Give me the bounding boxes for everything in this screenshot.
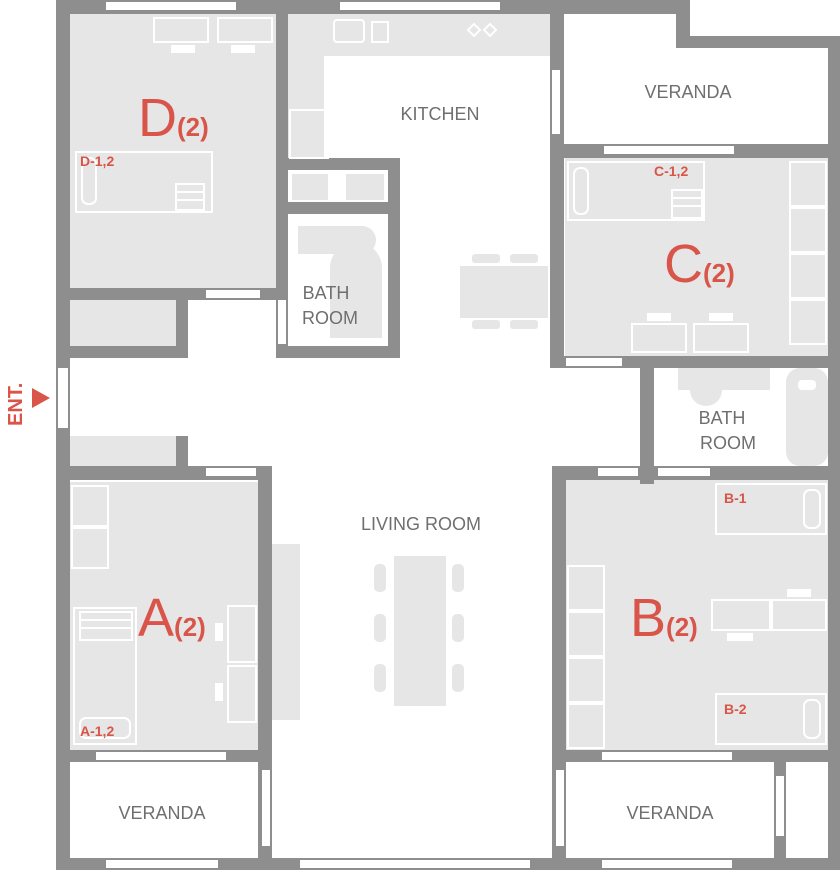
bath2-fixtures	[678, 368, 828, 466]
bedroom-d-label: D(2)	[138, 88, 209, 148]
bedroom-b-label: B(2)	[630, 588, 698, 648]
bedroom-a-furniture	[71, 485, 257, 745]
bedroom-d-capacity: (2)	[177, 112, 209, 142]
kitchen-table	[460, 254, 548, 329]
bedroom-b-beds-1: B-1	[724, 490, 747, 506]
bath1-label-line1: BATH	[303, 283, 350, 303]
bedroom-a-letter: A	[138, 588, 174, 648]
entrance-label: ENT.	[5, 383, 27, 426]
veranda-bottom-right-label: VERANDA	[626, 803, 713, 823]
closet-lower	[70, 436, 176, 466]
living-furniture	[272, 544, 464, 720]
bedroom-b-beds-2: B-2	[724, 701, 747, 717]
bedroom-a-beds: A-1,2	[80, 723, 114, 739]
bedroom-c-label: C(2)	[664, 234, 735, 294]
entrance-arrow-icon	[32, 388, 50, 408]
bath1-fixtures	[292, 174, 384, 338]
bedroom-d-beds: D-1,2	[80, 153, 114, 169]
veranda-bottom-left-label: VERANDA	[118, 803, 205, 823]
bath1-label-line2: ROOM	[302, 308, 358, 328]
bedroom-d-letter: D	[138, 88, 177, 148]
bath2-label-line1: BATH	[699, 408, 746, 428]
closet-upper	[70, 300, 176, 348]
bedroom-d-furniture	[75, 17, 273, 213]
bedroom-a-capacity: (2)	[174, 612, 206, 642]
bedroom-c-letter: C	[664, 234, 703, 294]
veranda-top-label: VERANDA	[644, 82, 731, 102]
kitchen-counter	[288, 14, 550, 159]
bedroom-a-label: A(2)	[138, 588, 206, 648]
bath2-label-line2: ROOM	[700, 433, 756, 453]
bedroom-b-capacity: (2)	[666, 612, 698, 642]
bedroom-b-floor	[565, 478, 830, 750]
bedroom-c-beds: C-1,2	[654, 163, 688, 179]
windows	[58, 2, 784, 868]
bedroom-b-letter: B	[630, 588, 666, 648]
kitchen-label: KITCHEN	[400, 104, 479, 124]
bedroom-c-furniture	[567, 161, 827, 353]
living-room-label: LIVING ROOM	[361, 514, 481, 534]
bedroom-b-furniture	[567, 483, 827, 749]
bedroom-c-capacity: (2)	[703, 258, 735, 288]
